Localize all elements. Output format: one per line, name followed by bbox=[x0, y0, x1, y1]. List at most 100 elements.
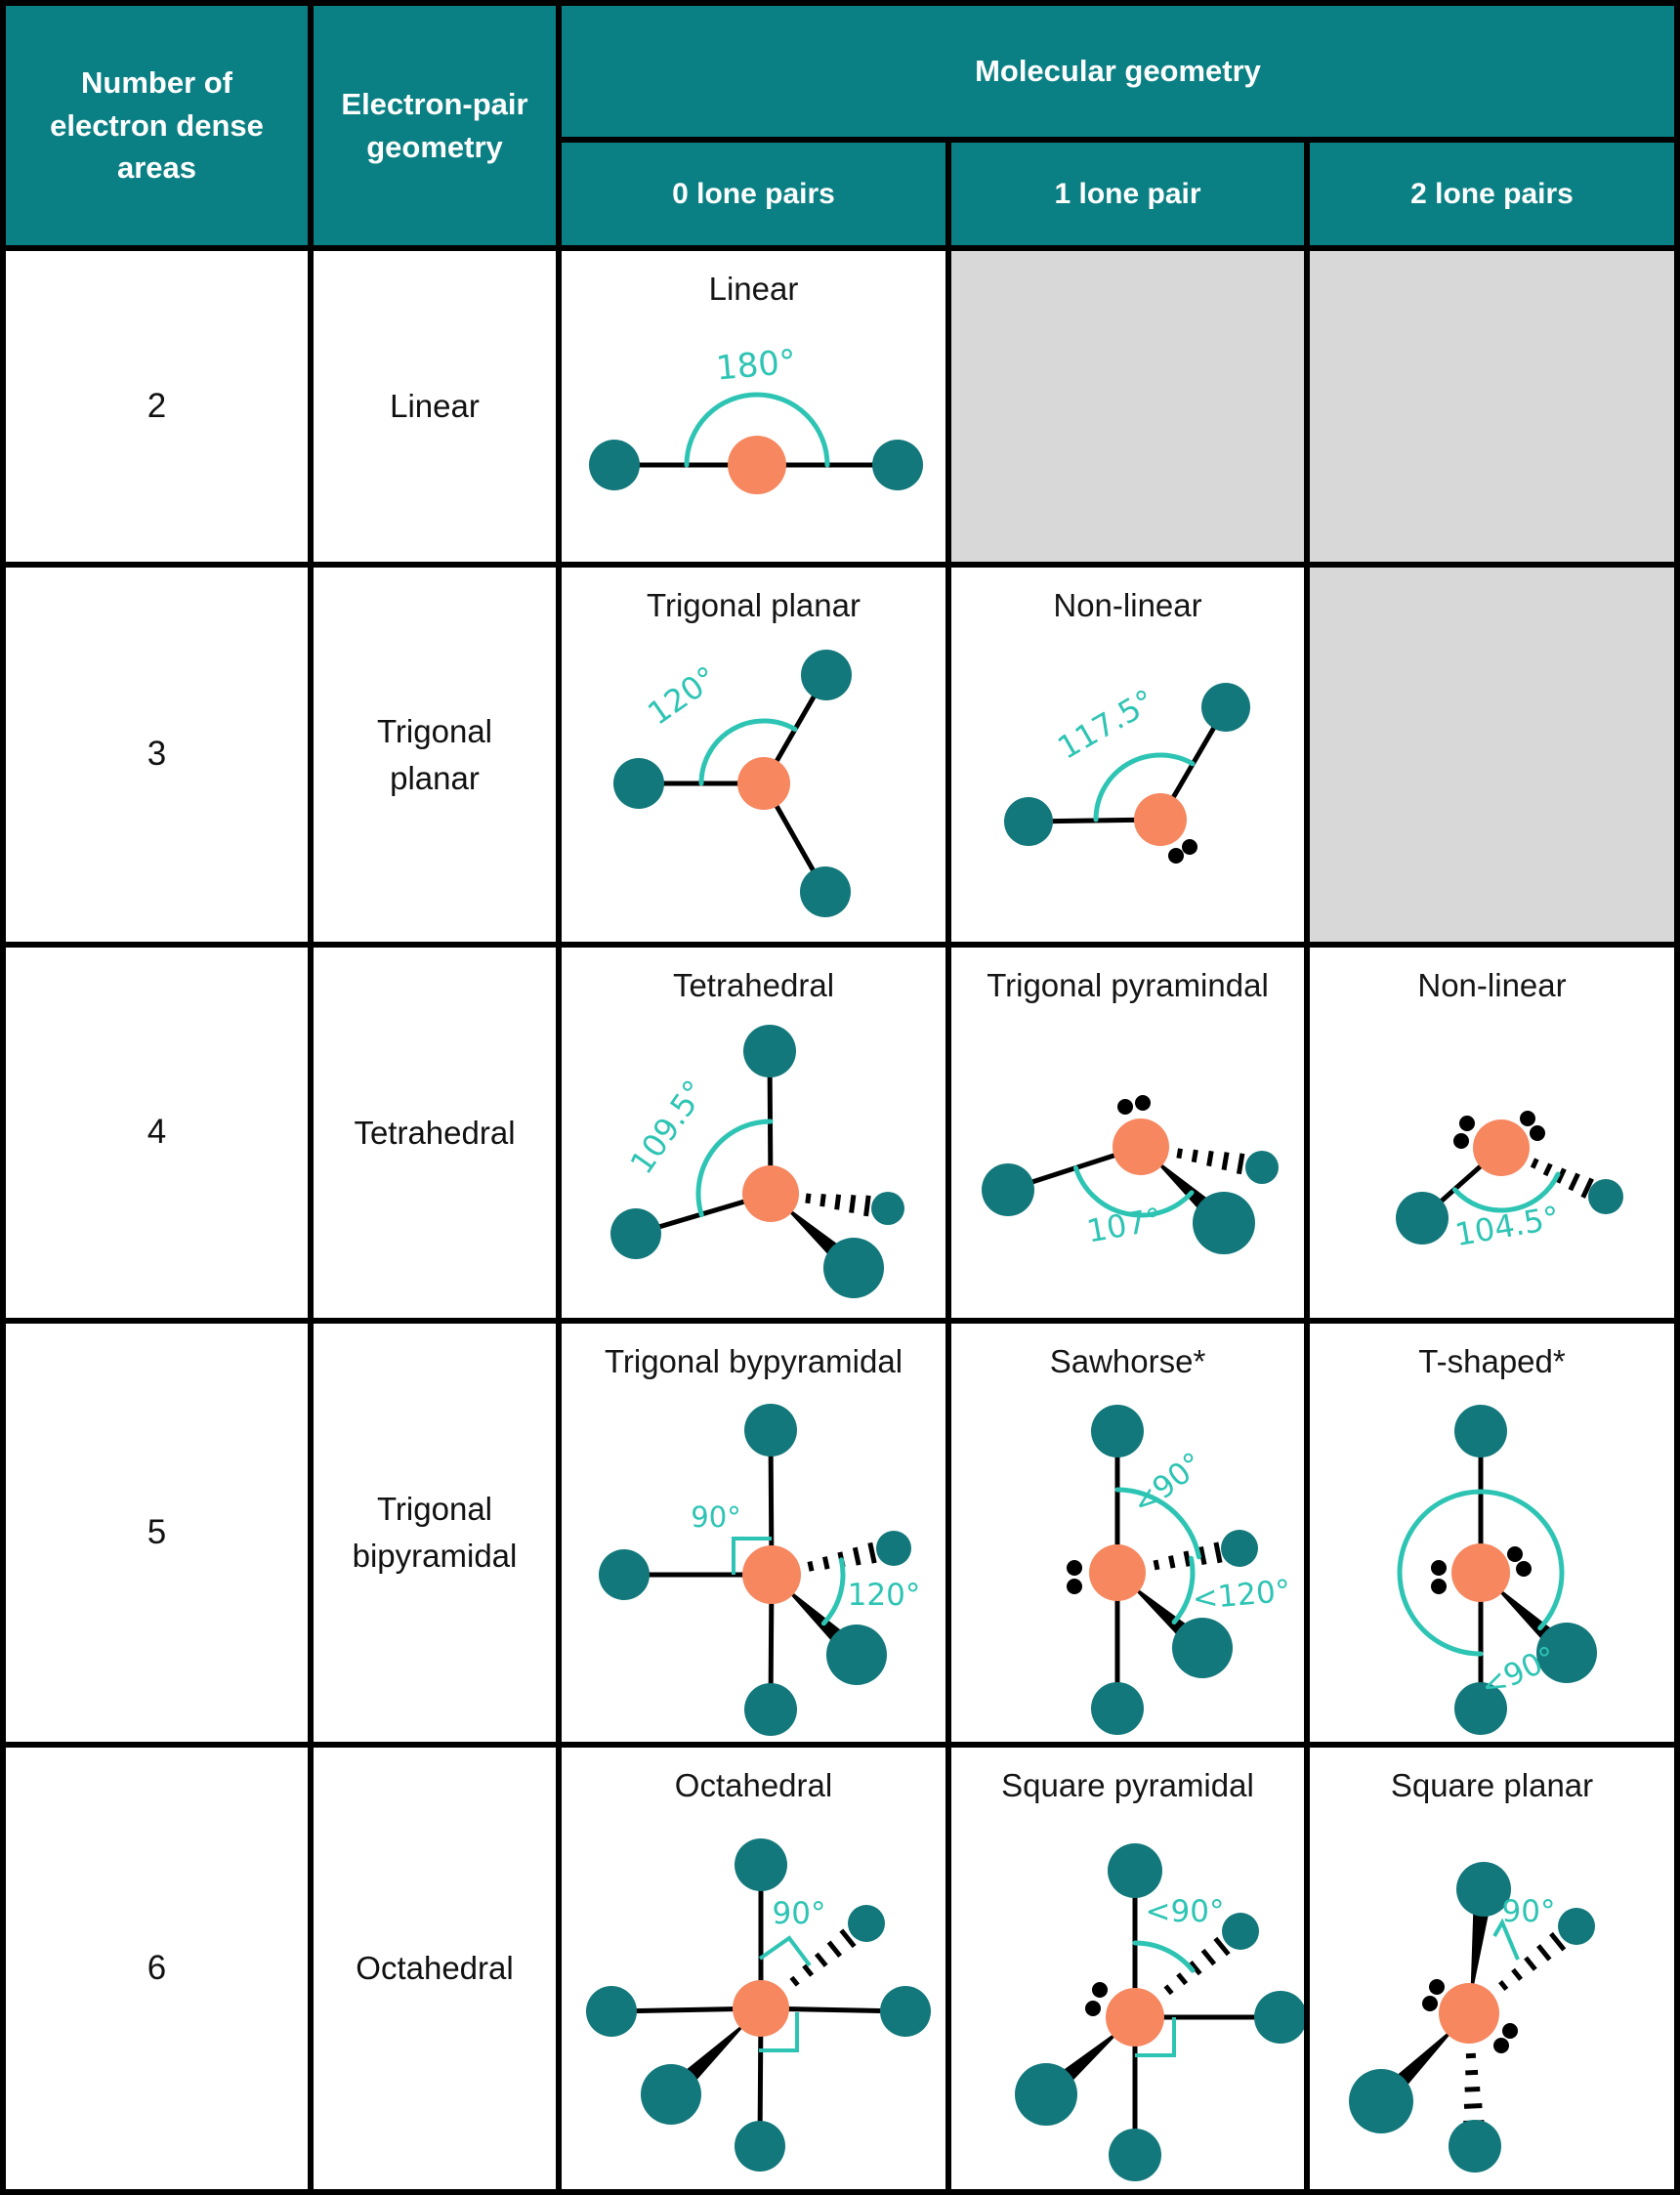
empty-cell bbox=[951, 251, 1304, 562]
molecule-diagram: 107° bbox=[982, 1095, 1279, 1254]
outer-atom bbox=[1536, 1623, 1597, 1683]
bond-dash-tick bbox=[1465, 2069, 1479, 2076]
molecule-diagram: 109.5° bbox=[610, 1025, 904, 1298]
angle-arc bbox=[698, 718, 798, 786]
outer-atom bbox=[1349, 2069, 1413, 2133]
molecule-cell-sawhorse: Sawhorse* <90°<120° bbox=[951, 1324, 1304, 1742]
lone-pair-dot bbox=[1530, 1125, 1545, 1141]
outer-atom bbox=[1449, 2120, 1501, 2173]
lone-pair-dot bbox=[1431, 1579, 1447, 1594]
bond-dash-tick bbox=[1511, 1967, 1524, 1981]
outer-atom bbox=[801, 650, 852, 700]
lone-pair-dot bbox=[1092, 1982, 1108, 1998]
molecule-title: Trigonal planar bbox=[647, 587, 861, 623]
lone-pair-dot bbox=[1067, 1560, 1082, 1576]
areas-value: 3 bbox=[147, 735, 167, 774]
areas-cell-2: 2 bbox=[6, 251, 308, 562]
outer-atom bbox=[1091, 1405, 1144, 1457]
molecule-cell-t-shaped: T-shaped* <90° bbox=[1310, 1324, 1674, 1742]
bond-dash-tick bbox=[789, 1975, 800, 1987]
molecule-cell-square-planar: Square planar 90° bbox=[1310, 1748, 1674, 2189]
angle-label: 90° bbox=[691, 1500, 740, 1534]
molecule-cell-non-linear-3: Non-linear 117.5° bbox=[951, 568, 1304, 942]
outer-atom bbox=[1108, 1843, 1162, 1898]
molecule-title: Square planar bbox=[1390, 1767, 1594, 1803]
bond-dash-tick bbox=[1463, 2103, 1483, 2109]
angle-label: <120° bbox=[1191, 1574, 1291, 1618]
bond-wedge bbox=[1470, 1887, 1493, 2005]
bond-dash-tick bbox=[826, 1940, 843, 1959]
molecule-cell-trigonal-planar: Trigonal planar 120° bbox=[562, 568, 945, 942]
right-angle-marker bbox=[758, 1935, 812, 1967]
lone-pair-dot bbox=[1502, 2023, 1518, 2039]
areas-value: 4 bbox=[147, 1113, 167, 1152]
outer-atom bbox=[1193, 1192, 1255, 1254]
outer-atom bbox=[1245, 1151, 1279, 1184]
bond-dash-tick bbox=[1524, 1956, 1537, 1971]
molecule-cell-square-pyramidal: Square pyramidal <90° bbox=[951, 1748, 1304, 2189]
angle-label: 117.5° bbox=[1051, 682, 1160, 767]
right-angle-marker bbox=[1492, 1918, 1520, 1961]
pair-geometry-cell-trigonal-bipyramidal: Trigonal bipyramidal bbox=[314, 1324, 556, 1742]
bond-dash-tick bbox=[1530, 1158, 1539, 1169]
outer-atom bbox=[744, 1404, 797, 1456]
bond-dash-tick bbox=[1213, 1541, 1223, 1564]
lone-pair-dot bbox=[1493, 2038, 1509, 2053]
outer-atom bbox=[848, 1905, 885, 1942]
areas-value: 5 bbox=[147, 1512, 167, 1551]
molecule-diagram: <90° bbox=[1015, 1843, 1304, 2181]
angle-label: 104.5° bbox=[1452, 1199, 1563, 1253]
outer-atom bbox=[613, 758, 664, 809]
outer-atom bbox=[1201, 683, 1250, 732]
central-atom bbox=[1134, 793, 1187, 846]
pair-geometry-label: Trigonal planar bbox=[377, 712, 492, 796]
central-atom bbox=[737, 757, 790, 810]
outer-atom bbox=[1222, 1913, 1259, 1950]
header-molecular-geometry-label: Molecular geometry bbox=[975, 54, 1261, 89]
bond-dash-tick bbox=[1153, 1559, 1160, 1571]
lone-pair-dot bbox=[1168, 848, 1184, 864]
angle-label: <90° bbox=[1475, 1640, 1562, 1706]
pair-geometry-label: Octahedral bbox=[356, 1950, 514, 1987]
bond-dash-tick bbox=[1498, 1980, 1509, 1991]
bond-dash-tick bbox=[1183, 1550, 1192, 1567]
bond-dash-tick bbox=[1197, 1546, 1207, 1566]
pair-geometry-label: Trigonal bipyramidal bbox=[352, 1491, 518, 1574]
angle-label: 120° bbox=[848, 1578, 921, 1613]
bond-dash-tick bbox=[805, 1193, 812, 1204]
outer-atom bbox=[1091, 1682, 1144, 1735]
molecule-diagram: <90°<120° bbox=[1067, 1405, 1292, 1735]
pair-geometry-label: Tetrahedral bbox=[354, 1114, 516, 1151]
empty-cell bbox=[1310, 568, 1674, 942]
molecule-title: Linear bbox=[708, 271, 799, 307]
bond-dash-tick bbox=[1536, 1944, 1552, 1962]
lone-pair-dot bbox=[1182, 839, 1197, 855]
central-atom bbox=[1089, 1544, 1146, 1601]
bond-dash-tick bbox=[1221, 1152, 1230, 1171]
central-atom bbox=[1439, 1983, 1499, 2044]
outer-atom bbox=[982, 1163, 1034, 1216]
header-2-lone-pairs: 2 lone pairs bbox=[1310, 143, 1674, 245]
outer-atom bbox=[735, 1838, 787, 1891]
lone-pair-dot bbox=[1520, 1111, 1535, 1126]
header-electron-pair-geometry: Electron-pair geometry bbox=[314, 6, 556, 245]
angle-label: <90° bbox=[1146, 1894, 1225, 1929]
molecule-diagram: 104.5° bbox=[1396, 1111, 1623, 1253]
pair-geometry-label: Linear bbox=[390, 388, 480, 425]
areas-cell-6: 6 bbox=[6, 1748, 308, 2189]
bond-dash-tick bbox=[1580, 1177, 1594, 1199]
bond-dash-tick bbox=[1236, 1153, 1245, 1175]
lone-pair-dot bbox=[1431, 1560, 1447, 1576]
molecule-title: Trigonal bypyramidal bbox=[604, 1343, 903, 1379]
angle-label: 109.5° bbox=[623, 1074, 714, 1181]
header-0-lone-pairs: 0 lone pairs bbox=[562, 143, 945, 245]
molecule-diagram: 90° bbox=[1349, 1862, 1595, 2173]
bond-dash-tick bbox=[1176, 1972, 1189, 1986]
areas-cell-5: 5 bbox=[6, 1324, 308, 1742]
header-1-lone-pair-label: 1 lone pair bbox=[1054, 177, 1201, 210]
molecule-diagram: 180° bbox=[589, 343, 923, 494]
angle-arc bbox=[1072, 1165, 1195, 1218]
lone-pair-dot bbox=[1507, 1546, 1523, 1562]
molecule-diagram: 117.5° bbox=[1004, 682, 1250, 864]
angle-label: 90° bbox=[1502, 1894, 1556, 1929]
